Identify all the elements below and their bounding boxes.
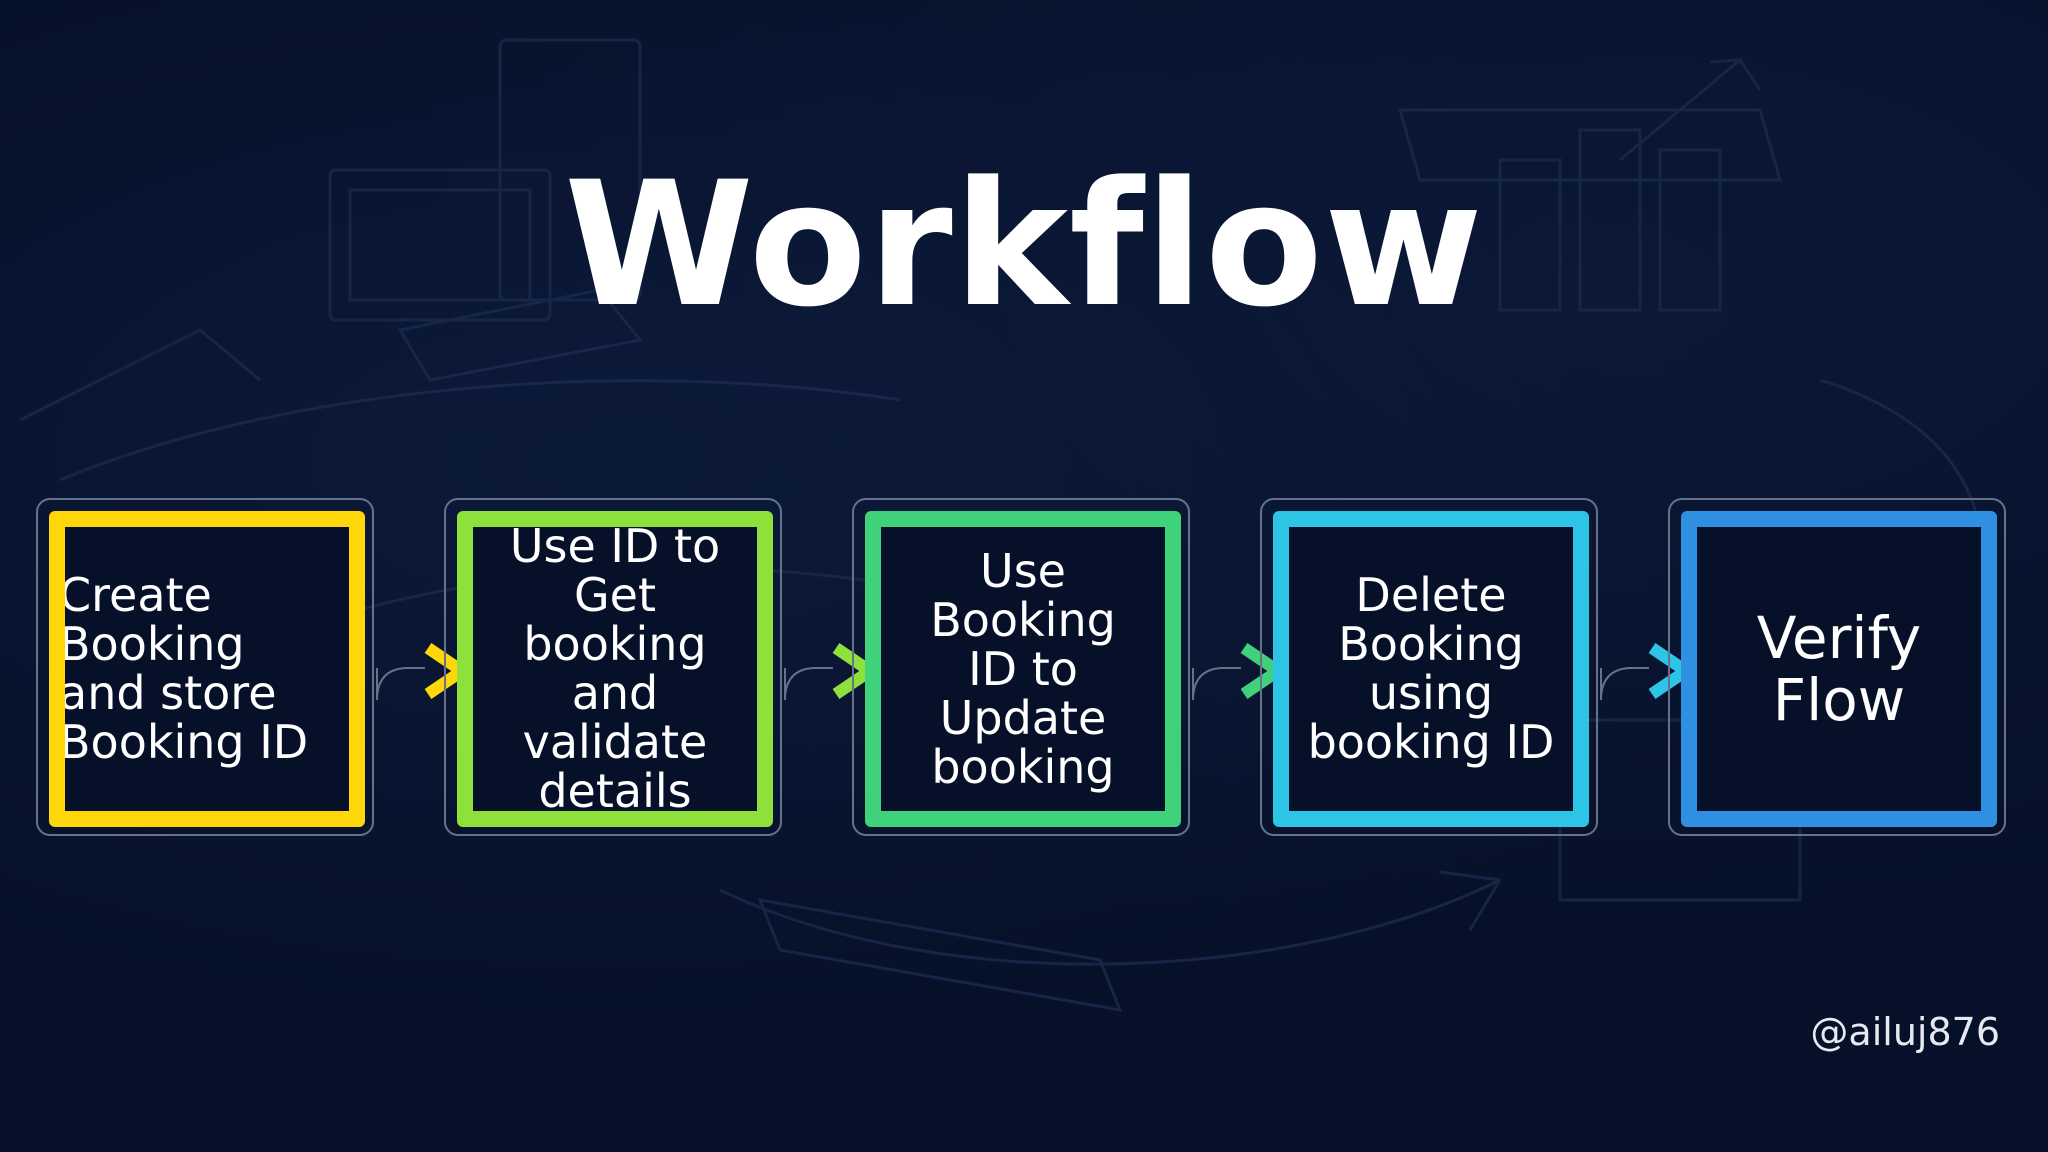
step-label-3: Use Booking ID to Update booking: [930, 543, 1116, 794]
step-box-5: Verify Flow: [1681, 511, 1997, 827]
page-title: Workflow: [564, 144, 1484, 345]
step-box-4: Delete Booking using booking ID: [1273, 511, 1589, 827]
step-label-4: Delete Booking using booking ID: [1307, 568, 1555, 769]
workflow-step-4: Delete Booking using booking ID: [1260, 498, 1598, 836]
step-label-2: Use ID to Get booking and validate detai…: [509, 519, 721, 818]
step-label-5: Verify Flow: [1756, 604, 1922, 734]
step-box-3: Use Booking ID to Update booking: [865, 511, 1181, 827]
step-box-1: Create Booking and store Booking ID: [49, 511, 365, 827]
workflow-step-2: Use ID to Get booking and validate detai…: [444, 498, 782, 836]
workflow-step-5: Verify Flow: [1668, 498, 2006, 836]
workflow-step-3: Use Booking ID to Update booking: [852, 498, 1190, 836]
step-box-2: Use ID to Get booking and validate detai…: [457, 511, 773, 827]
author-handle: @ailuj876: [1810, 1010, 2000, 1054]
workflow-step-1: Create Booking and store Booking ID: [36, 498, 374, 836]
step-label-1: Create Booking and store Booking ID: [59, 568, 309, 769]
